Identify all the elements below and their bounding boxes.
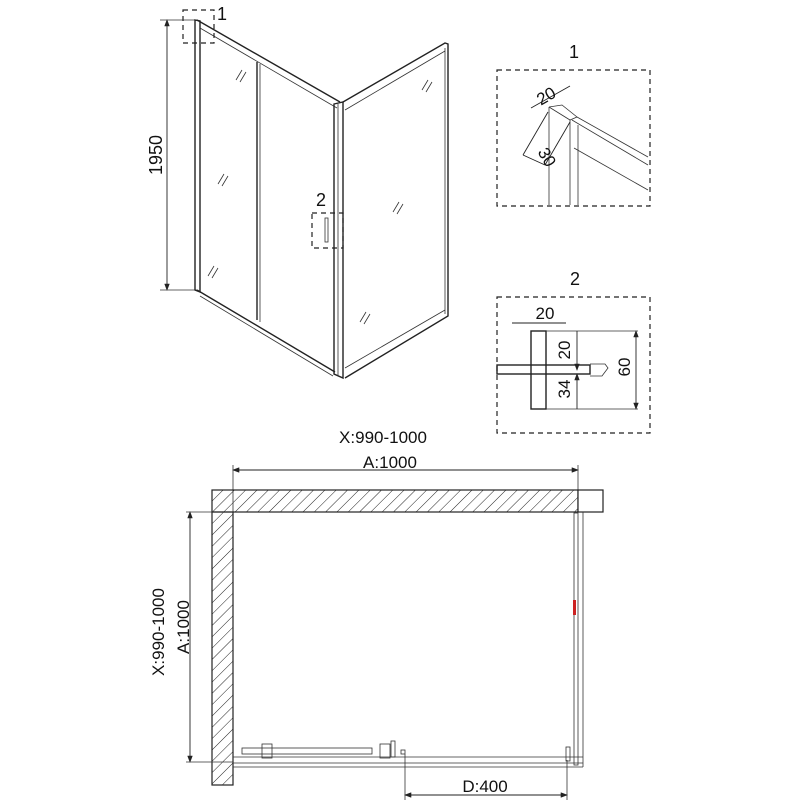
glass-edge (496, 364, 591, 375)
depth-label: A:1000 (174, 600, 193, 654)
glass-reflection-marks (207, 69, 433, 325)
detail-1-title: 1 (569, 42, 579, 62)
detail-2-top-dim: 20 (555, 341, 574, 360)
width-range-label: X:990-1000 (339, 428, 427, 447)
callout-label-2: 2 (316, 190, 326, 210)
plan-view: X:990-1000 A:1000 X:990-1000 A:1000 D:40… (149, 428, 604, 800)
isometric-view: 1950 1 2 (146, 4, 449, 380)
center-post (333, 101, 344, 380)
roller-right (379, 743, 391, 759)
detail-2-frame (496, 296, 651, 434)
detail-1-width-dim: 20 (533, 83, 559, 109)
sliding-door (241, 747, 373, 755)
depth-range-label: X:990-1000 (149, 588, 168, 676)
detail-2: 2 20 20 34 60 (496, 269, 651, 434)
detail-2-bottom-dim: 34 (555, 380, 574, 399)
door-handle (324, 217, 329, 243)
detail-2-title: 2 (570, 269, 580, 289)
detail-2-total-dim: 60 (615, 358, 634, 377)
detail-1-frame (496, 69, 651, 207)
width-label: A:1000 (363, 453, 417, 472)
detail-2-width-dim: 20 (536, 304, 555, 323)
door-opening-label: D:400 (462, 777, 507, 796)
callout-label-1: 1 (217, 4, 227, 24)
detail-1: 1 20 30 (496, 42, 651, 207)
callout-box-1[interactable] (182, 9, 215, 44)
callout-box-2[interactable] (311, 212, 344, 249)
side-wall (211, 511, 234, 786)
detail-1-depth-dim: 30 (534, 144, 560, 170)
profile (530, 330, 547, 410)
height-label: 1950 (146, 135, 166, 175)
back-wall (211, 489, 579, 513)
left-post (194, 19, 201, 294)
handle-mark (573, 600, 576, 615)
roller-left (261, 743, 273, 759)
fixed-side-panel (573, 512, 579, 766)
